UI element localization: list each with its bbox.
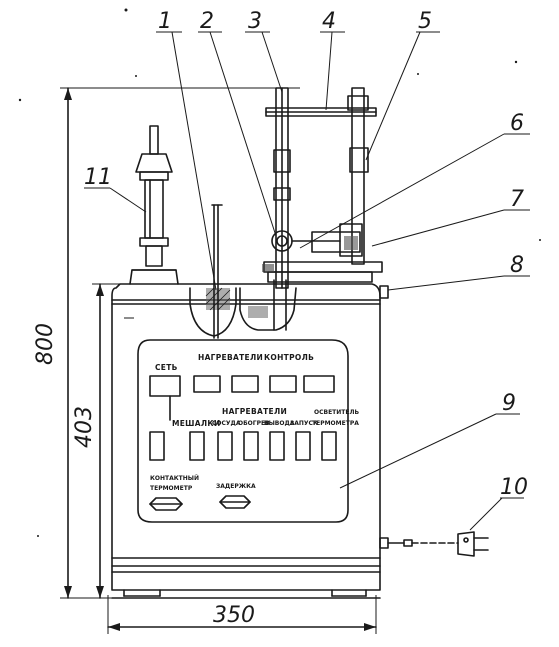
power-cord [379, 537, 459, 549]
panel-heaters-mid-label: НАГРЕВАТЕЛИ [222, 407, 287, 416]
right-stand-assembly [262, 87, 389, 299]
panel-control-label: КОНТРОЛЬ [264, 353, 314, 362]
output-switch[interactable] [243, 431, 259, 461]
panel-vessel-label: СОСУДА [212, 420, 241, 427]
dimension-403-label: 403 [72, 406, 97, 448]
dimension-overall-height [60, 87, 300, 599]
illumination-switch[interactable] [321, 431, 337, 461]
control-indicator-2 [303, 375, 335, 393]
dimension-width [107, 595, 377, 634]
heating-switch[interactable] [217, 431, 233, 461]
callout-7: 7 [510, 187, 524, 212]
left-column-thermometer [129, 125, 179, 285]
control-panel [137, 339, 349, 523]
callout-3: 3 [248, 9, 262, 34]
contact-thermometer-fuse[interactable] [149, 497, 183, 511]
power-switch[interactable] [149, 375, 181, 397]
panel-stirrers-label: МЕШАЛКИ [172, 419, 220, 428]
stirrer-rod [211, 204, 223, 339]
panel-heaters-top-label: НАГРЕВАТЕЛИ [198, 353, 263, 362]
callout-leaders [84, 31, 530, 531]
panel-power-label: СЕТЬ [155, 363, 178, 372]
start-switch[interactable] [269, 431, 285, 461]
delay-fuse[interactable] [219, 495, 251, 509]
callout-9: 9 [502, 391, 516, 416]
dimension-body-height [92, 283, 140, 599]
callout-1: 1 [158, 9, 172, 34]
panel-illumination-label: ОСВЕТИТЕЛЬ [314, 409, 359, 416]
power-plug [457, 531, 489, 557]
callout-8: 8 [510, 253, 524, 278]
device-body [111, 283, 381, 599]
panel-contact-label: КОНТАКТНЫЙ [150, 474, 199, 482]
panel-thermometer-label-2: ТЕРМОМЕТР [150, 485, 193, 492]
vessel-heater-switch[interactable] [189, 431, 205, 461]
dimension-350-label: 350 [213, 603, 255, 628]
spare-switch[interactable] [295, 431, 311, 461]
scan-specks [18, 8, 541, 537]
heater-indicator-2 [231, 375, 259, 393]
heater-indicator-1 [193, 375, 221, 393]
control-indicator-1 [269, 375, 297, 393]
panel-setting-label: ЗАДЕРЖКА [216, 483, 256, 490]
callout-11: 11 [84, 165, 112, 190]
callout-6: 6 [510, 111, 524, 136]
panel-column-label-1: ОБОГРЕВ [238, 420, 270, 427]
callout-4: 4 [322, 9, 336, 34]
panel-column-label-3: ЗАПУСК [290, 420, 318, 427]
panel-column-label-2: ВЫВОДА [264, 420, 295, 427]
callout-2: 2 [200, 9, 214, 34]
stirrer-switch[interactable] [149, 431, 165, 461]
callout-10: 10 [500, 475, 528, 500]
callout-5: 5 [418, 9, 432, 34]
dimension-800-label: 800 [33, 323, 58, 365]
panel-thermometer-label: ТЕРМОМЕТРА [312, 420, 359, 427]
